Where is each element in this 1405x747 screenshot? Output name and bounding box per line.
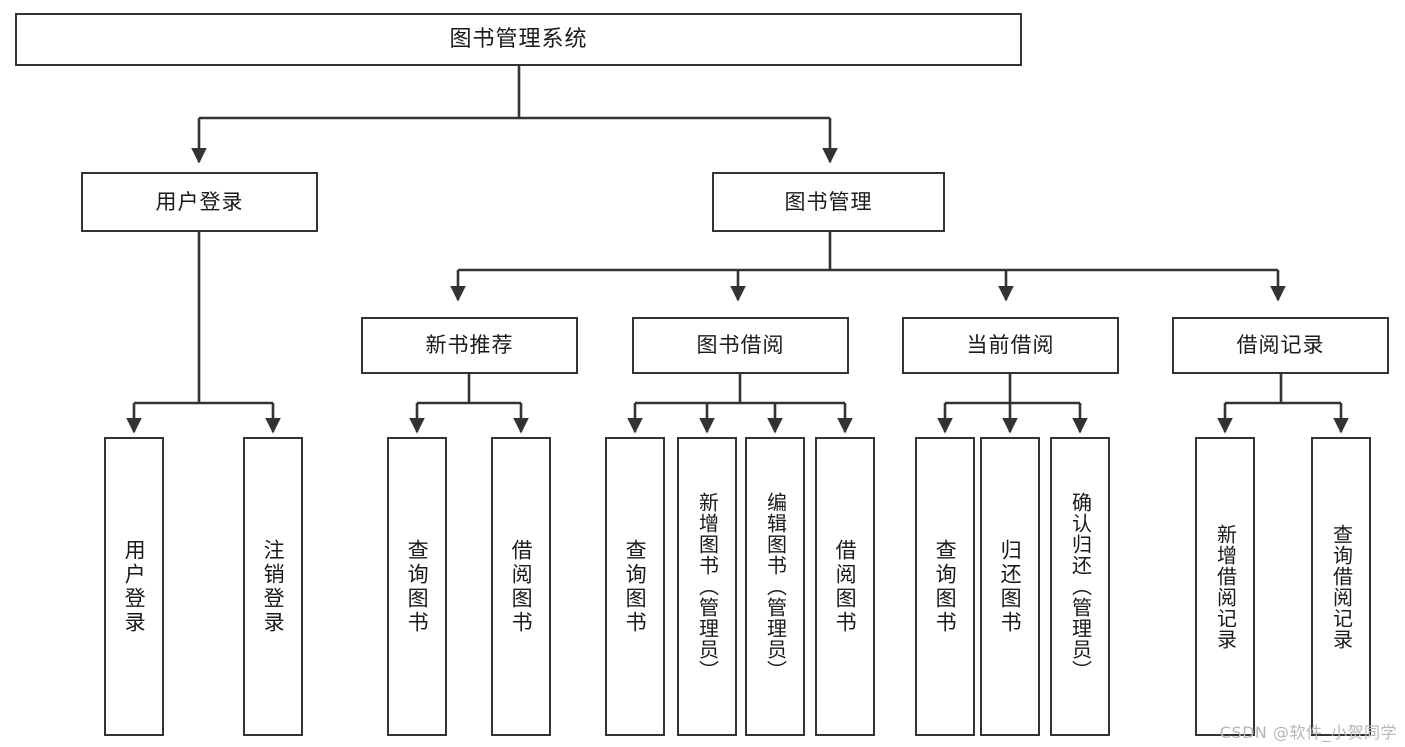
node-borrow-record-label: 借阅记录 xyxy=(1236,333,1325,358)
node-leaf-query-book-1[interactable]: 查询图书 xyxy=(387,437,447,736)
node-new-book-rec[interactable]: 新书推荐 xyxy=(361,317,578,374)
node-leaf-borrow-book-1-label: 借阅图书 xyxy=(509,538,534,635)
node-leaf-edit-book[interactable]: 编辑图书（管理员） xyxy=(745,437,805,736)
node-leaf-return-book-label: 归还图书 xyxy=(998,538,1023,635)
node-book-manage-label: 图书管理 xyxy=(784,189,873,214)
node-leaf-add-record-label: 新增借阅记录 xyxy=(1213,523,1238,650)
node-leaf-query-book-1-label: 查询图书 xyxy=(405,538,430,635)
node-leaf-query-book-2[interactable]: 查询图书 xyxy=(605,437,665,736)
node-leaf-user-login[interactable]: 用户登录 xyxy=(104,437,164,736)
node-leaf-query-book-3-label: 查询图书 xyxy=(933,538,958,635)
node-leaf-add-book-label: 新增图书（管理员） xyxy=(695,492,720,681)
node-user-login[interactable]: 用户登录 xyxy=(81,172,318,232)
node-leaf-confirm-return-label: 确认归还（管理员） xyxy=(1068,492,1093,681)
node-current-borrow-label: 当前借阅 xyxy=(966,333,1055,358)
node-leaf-logout[interactable]: 注销登录 xyxy=(243,437,303,736)
node-leaf-borrow-book-1[interactable]: 借阅图书 xyxy=(491,437,551,736)
node-leaf-borrow-book-2-label: 借阅图书 xyxy=(833,538,858,635)
node-book-borrow-label: 图书借阅 xyxy=(696,333,785,358)
node-leaf-confirm-return[interactable]: 确认归还（管理员） xyxy=(1050,437,1110,736)
node-leaf-user-login-label: 用户登录 xyxy=(122,538,147,635)
node-leaf-query-book-2-label: 查询图书 xyxy=(623,538,648,635)
node-user-login-label: 用户登录 xyxy=(155,189,244,214)
node-leaf-return-book[interactable]: 归还图书 xyxy=(980,437,1040,736)
node-leaf-edit-book-label: 编辑图书（管理员） xyxy=(763,492,788,681)
node-leaf-add-record[interactable]: 新增借阅记录 xyxy=(1195,437,1255,736)
node-leaf-logout-label: 注销登录 xyxy=(261,538,286,635)
node-book-borrow[interactable]: 图书借阅 xyxy=(632,317,849,374)
node-leaf-query-record-label: 查询借阅记录 xyxy=(1329,523,1354,650)
node-borrow-record[interactable]: 借阅记录 xyxy=(1172,317,1389,374)
node-leaf-add-book[interactable]: 新增图书（管理员） xyxy=(677,437,737,736)
node-leaf-query-book-3[interactable]: 查询图书 xyxy=(915,437,975,736)
watermark-text: CSDN @软件_小贺同学 xyxy=(1219,723,1397,742)
node-book-manage[interactable]: 图书管理 xyxy=(712,172,945,232)
node-leaf-query-record[interactable]: 查询借阅记录 xyxy=(1311,437,1371,736)
node-new-book-rec-label: 新书推荐 xyxy=(425,333,514,358)
node-leaf-borrow-book-2[interactable]: 借阅图书 xyxy=(815,437,875,736)
node-root[interactable]: 图书管理系统 xyxy=(15,13,1022,66)
node-current-borrow[interactable]: 当前借阅 xyxy=(902,317,1119,374)
node-root-label: 图书管理系统 xyxy=(449,26,588,52)
